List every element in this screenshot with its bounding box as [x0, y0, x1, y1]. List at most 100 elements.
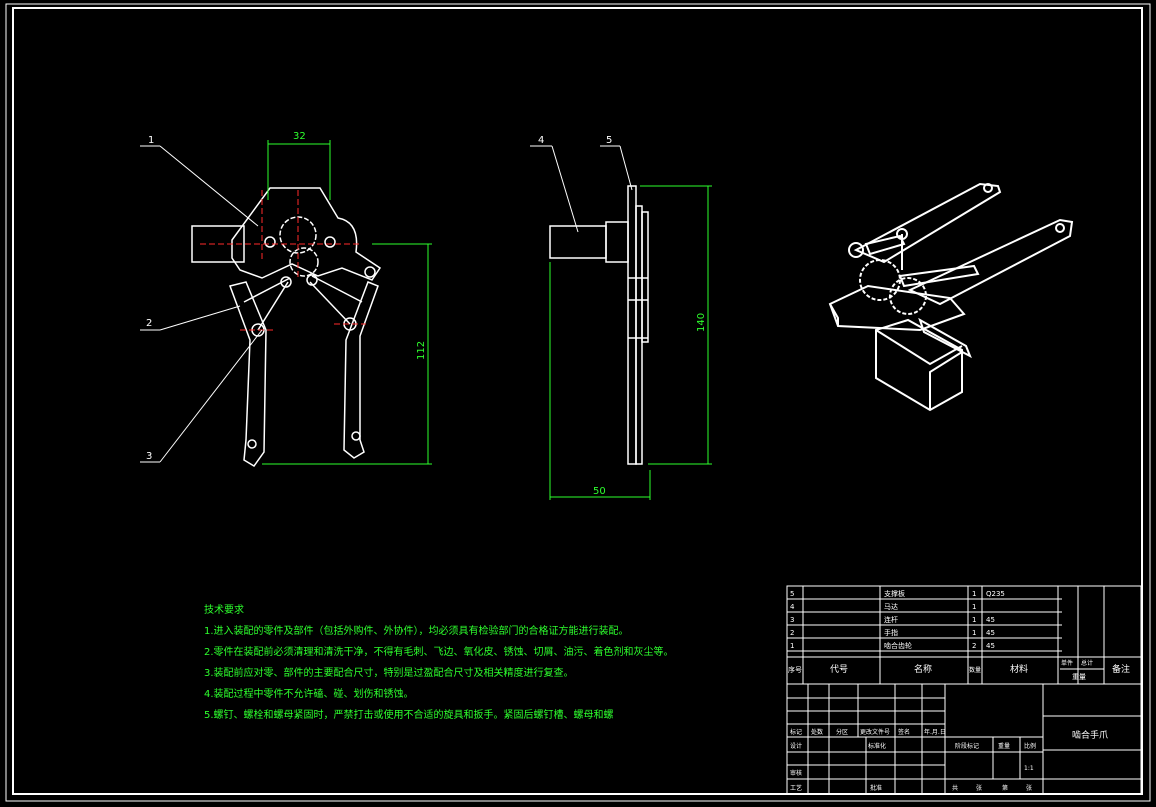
finger-right [343, 281, 379, 459]
pivot-e [364, 266, 376, 278]
iso-finger-lower [907, 218, 1074, 306]
link-plate [641, 211, 649, 343]
rev-count: 处数 [811, 728, 823, 736]
tip-hole-right [351, 431, 361, 441]
notes-item-1: 1.进入装配的零件及部件（包括外购件、外协件），均必须具有检验部门的合格证方能进… [204, 626, 629, 637]
notes-item-4: 4.装配过程中零件不允许磕、碰、划伤和锈蚀。 [204, 689, 414, 700]
rev-mark: 标记 [790, 728, 802, 736]
dim-front-width: 32 [293, 131, 306, 142]
leaders-front [140, 145, 263, 463]
bom-header-weight: 重量 [1072, 673, 1086, 681]
iso-gear-a [859, 259, 901, 301]
rev-doc: 更改文件号 [860, 728, 890, 736]
bom-row-no: 1 [790, 642, 794, 650]
tb-process: 工艺 [790, 784, 802, 792]
iso-gear-b [889, 277, 927, 315]
tb-scale: 比例 [1024, 742, 1036, 750]
dim-front-height: 112 [416, 341, 427, 360]
tb-sheet-unit-2: 张 [1026, 784, 1032, 792]
tip-hole-left [247, 439, 257, 449]
iso-finger-upper [853, 182, 1002, 264]
leaders-side [530, 145, 633, 233]
support-plate [627, 185, 637, 465]
bom-header-total: 总计 [1081, 659, 1093, 667]
bom-rows: 5 支撑板 1 Q235 4 马达 1 3 连杆 1 45 2 手指 1 45 … [790, 589, 1005, 650]
notes-item-2: 2.零件在装配前必须清理和清洗干净，不得有毛刺、飞边、氧化皮、锈蚀、切屑、油污、… [204, 647, 674, 658]
tb-stage-mark: 阶段标记 [955, 742, 979, 750]
bom-row-qty: 1 [972, 603, 976, 611]
front-centerlines [200, 190, 366, 331]
front-dimensions [262, 140, 432, 465]
bom-row-material: 45 [986, 616, 995, 624]
gear-hub-b [324, 236, 336, 248]
title-block-text: 标记 处数 分区 更改文件号 签名 年.月.日 设计 标准化 审核 工艺 批准 … [790, 728, 1108, 792]
notes-item-5: 5.螺钉、螺栓和螺母紧固时，严禁打击或使用不合适的旋具和扳手。紧固后螺钉槽、螺母… [204, 710, 614, 721]
bom-row-no: 3 [790, 616, 794, 624]
link-left-2 [243, 277, 291, 303]
dim-side-height: 140 [696, 313, 707, 332]
balloon-4: 4 [538, 135, 544, 146]
bom-header-remark: 备注 [1112, 663, 1130, 675]
tb-review: 审核 [790, 769, 802, 777]
gear-hub-a [264, 236, 276, 248]
bom-row-material: Q235 [986, 590, 1005, 598]
notes-item-3: 3.装配前应对零、部件的主要配合尺寸，特别是过盈配合尺寸及相关精度进行复查。 [204, 668, 574, 679]
tb-weight: 重量 [998, 742, 1010, 750]
bom-row-no: 2 [790, 629, 794, 637]
bom-row-name: 支撑板 [884, 589, 905, 598]
balloon-1: 1 [148, 135, 154, 146]
balloon-2: 2 [146, 318, 152, 329]
link-right [309, 281, 351, 325]
notes-title: 技术要求 [204, 605, 244, 616]
tb-scale-value: 1:1 [1024, 765, 1034, 772]
bom-row-qty: 2 [972, 642, 976, 650]
rev-zone: 分区 [836, 728, 848, 736]
bom-row-name: 连杆 [884, 615, 898, 624]
balloon-5: 5 [606, 135, 612, 146]
bom-row-name: 马达 [884, 602, 898, 611]
bom-row-name: 啮合齿轮 [884, 641, 912, 650]
motor-flange [605, 221, 629, 263]
front-view [191, 187, 382, 467]
technical-requirements: 技术要求 1.进入装配的零件及部件（包括外购件、外协件），均必须具有检验部门的合… [204, 600, 674, 726]
bom-row-material: 45 [986, 629, 995, 637]
tb-sheet-unit-1: 张 [976, 784, 982, 792]
tb-sheet-total: 共 [952, 784, 958, 792]
bom-header-no: 序号 [788, 665, 802, 674]
inner-frame [12, 7, 1143, 795]
bom-header-qty: 数量 [969, 666, 981, 674]
side-dimensions [549, 185, 712, 500]
bom-row-name: 手指 [884, 628, 898, 637]
iso-link [898, 264, 980, 288]
bom-header-material: 材料 [1010, 663, 1028, 675]
bom-header-name: 名称 [914, 663, 932, 675]
motor-tab [191, 225, 245, 263]
gear-body [231, 187, 382, 281]
gear-right [289, 247, 319, 277]
bom-row-no: 4 [790, 603, 795, 611]
rev-sign: 签名 [898, 728, 910, 736]
tb-approve: 批准 [870, 784, 882, 792]
link-left [257, 281, 289, 331]
bom-row-material: 45 [986, 642, 995, 650]
iso-motor [875, 318, 963, 412]
bom-row-qty: 1 [972, 590, 976, 598]
bom-header: 序号 代号 名称 数量 材料 单件 总计 重量 备注 [788, 659, 1130, 681]
tb-standardization: 标准化 [868, 742, 886, 750]
rev-date: 年.月.日 [924, 728, 946, 736]
pivot-c [280, 276, 292, 288]
bom-row-qty: 1 [972, 616, 976, 624]
title-block [786, 683, 1142, 795]
outer-frame [5, 3, 1151, 802]
iso-view [828, 182, 1074, 412]
bom-header-code: 代号 [830, 664, 848, 675]
balloon-3: 3 [146, 451, 152, 462]
tb-drawing-name: 啮合手爪 [1072, 729, 1108, 741]
tb-sheet-no: 第 [1002, 784, 1008, 792]
bom-row-no: 5 [790, 590, 794, 598]
bom-header-single: 单件 [1061, 659, 1073, 667]
finger-left [229, 281, 267, 467]
link-right-2 [311, 275, 363, 303]
pivot-d [306, 274, 318, 286]
